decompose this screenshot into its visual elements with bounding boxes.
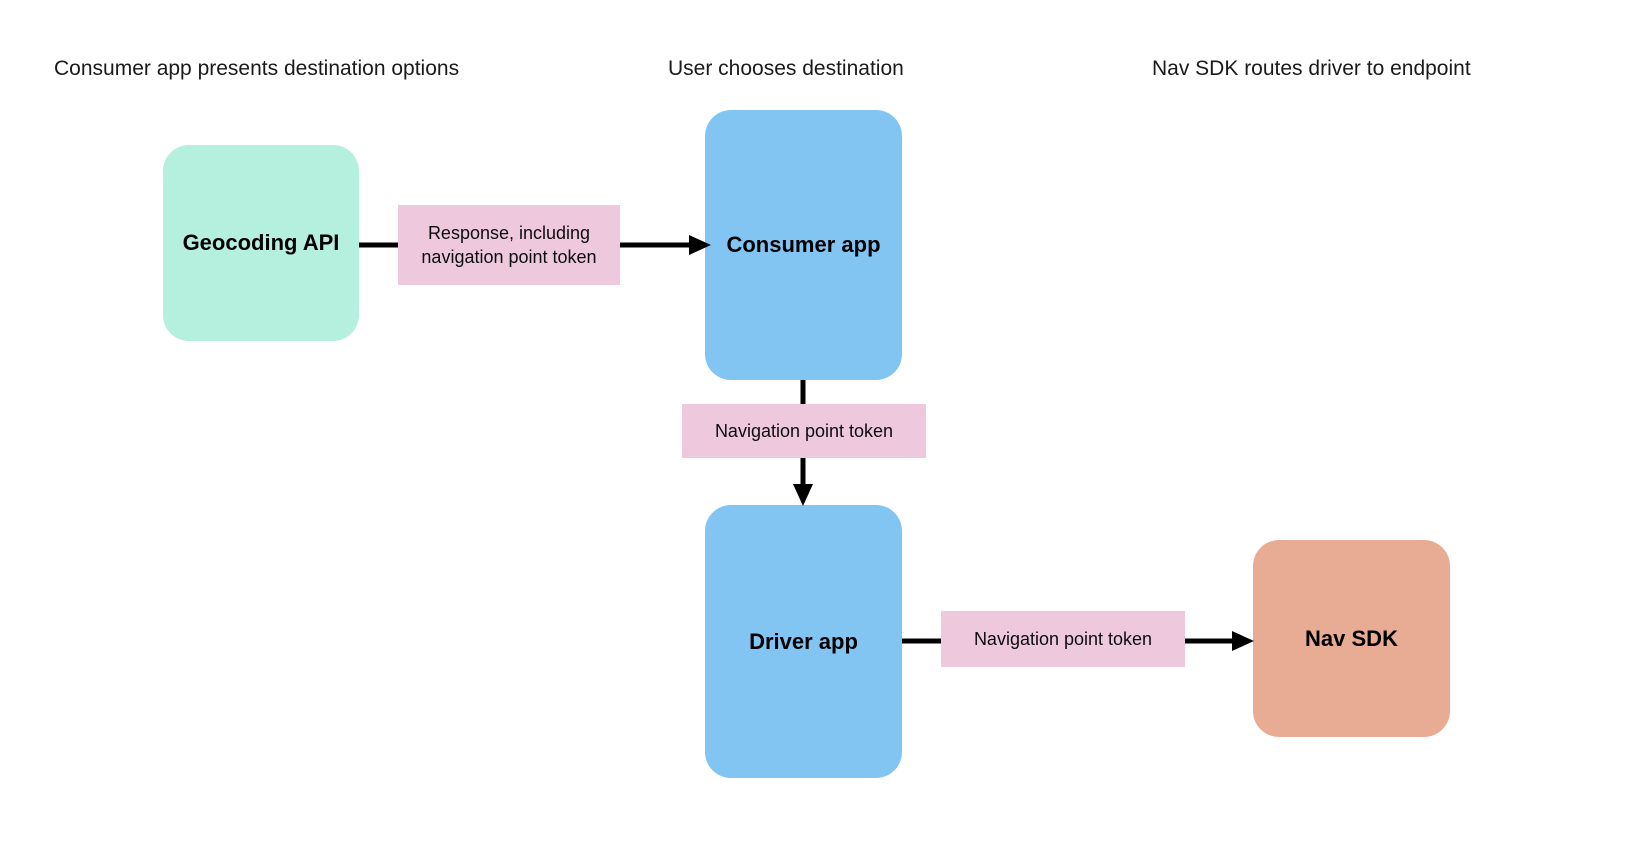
column-header-consumer-app: Consumer app presents destination option…	[54, 57, 460, 80]
node-driver-app-label: Driver app	[749, 628, 858, 654]
node-geocoding-api[interactable]: Geocoding API	[163, 145, 359, 341]
edge-label-navigation-point-token-vertical-text: Navigation point token	[714, 421, 894, 441]
edge-label-navigation-point-token-horizontal-text: Navigation point token	[973, 629, 1153, 649]
column-header-nav-sdk: Nav SDK routes driver to endpoint	[1152, 57, 1471, 80]
node-nav-sdk-label: Nav SDK	[1305, 625, 1398, 651]
edge-label-navigation-point-token-vertical: Navigation point token	[682, 404, 926, 458]
node-consumer-app[interactable]: Consumer app	[705, 110, 902, 380]
node-nav-sdk[interactable]: Nav SDK	[1253, 540, 1450, 737]
edge-label-response-text: Response, including navigation point tok…	[421, 223, 597, 267]
node-geocoding-api-label: Geocoding API	[182, 230, 340, 255]
node-consumer-app-label: Consumer app	[726, 232, 881, 257]
node-driver-app[interactable]: Driver app	[705, 505, 902, 778]
edge-label-response-navigation-point-token: Response, including navigation point tok…	[398, 205, 620, 285]
column-header-user-chooses: User chooses destination	[668, 57, 904, 80]
edge-label-navigation-point-token-horizontal: Navigation point token	[941, 611, 1185, 667]
